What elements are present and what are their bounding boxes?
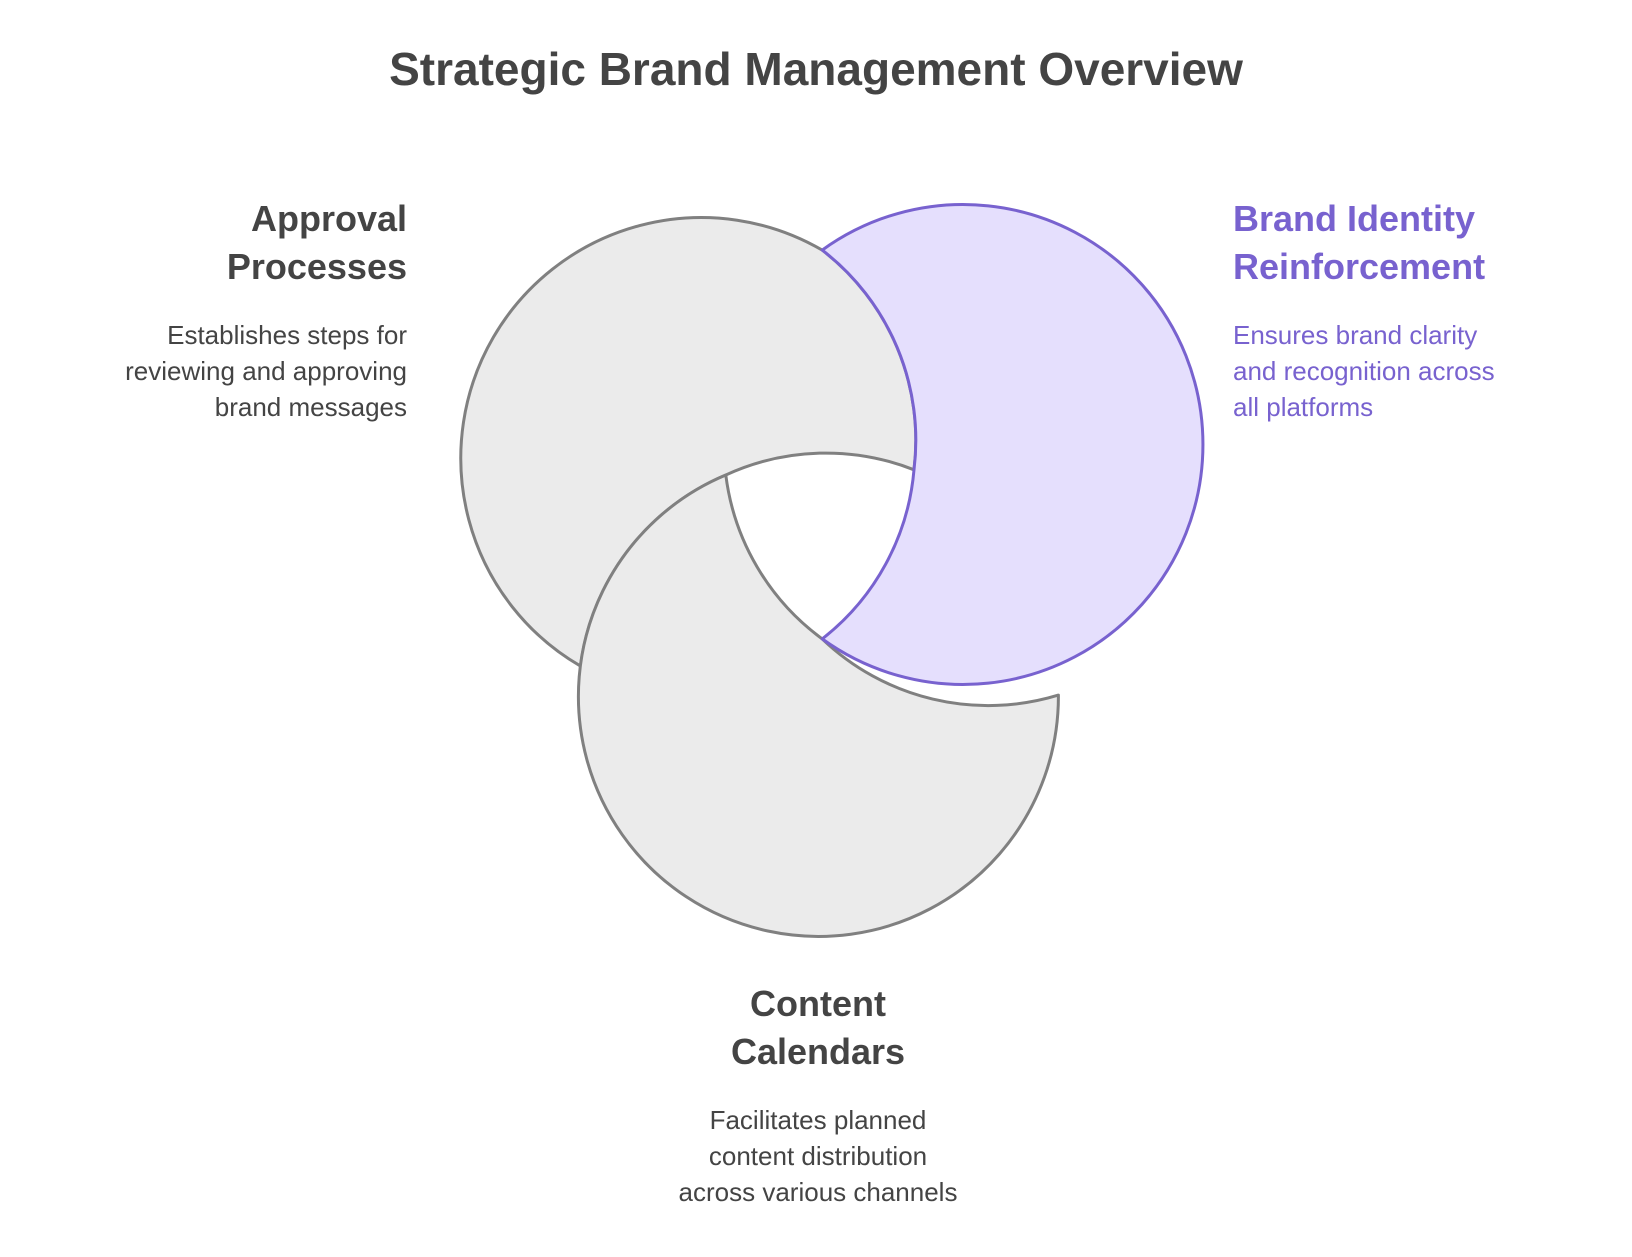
brand-identity-heading: Brand Identity Reinforcement <box>1233 198 1486 287</box>
brand-identity-label: Brand Identity Reinforcement Ensures bra… <box>1233 195 1593 425</box>
approval-processes-heading: Approval Processes <box>226 198 407 287</box>
content-calendars-heading: Content Calendars <box>730 983 906 1072</box>
content-calendars-label: Content Calendars Facilitates planned co… <box>618 980 1018 1210</box>
approval-processes-label: Approval Processes Establishes steps for… <box>47 195 407 425</box>
content-calendars-description: Facilitates planned content distribution… <box>678 1105 958 1207</box>
brand-identity-circle[interactable] <box>820 203 1205 686</box>
content-circle[interactable] <box>576 473 1060 938</box>
brand-identity-description: Ensures brand clarity and recognition ac… <box>1233 320 1495 422</box>
page-title: Strategic Brand Management Overview <box>389 43 1243 95</box>
approval-processes-description: Establishes steps for reviewing and appr… <box>125 320 407 422</box>
